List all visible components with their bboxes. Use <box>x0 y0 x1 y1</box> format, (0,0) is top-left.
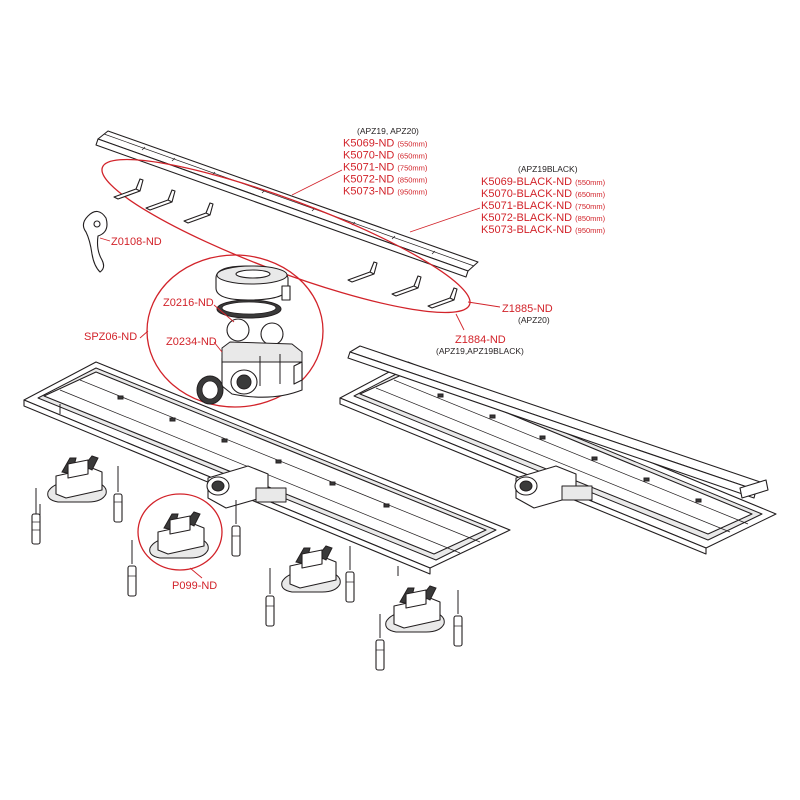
svg-text:K5069-BLACK-ND (550mm): K5069-BLACK-ND (550mm) <box>481 176 606 188</box>
tile-insert <box>347 345 769 499</box>
clip-part <box>391 275 422 297</box>
siphon-circle <box>146 254 324 408</box>
svg-text:K5069-ND (550mm): K5069-ND (550mm) <box>343 138 428 150</box>
channel-outlet <box>206 465 287 509</box>
p099-label: P099-ND <box>172 580 217 592</box>
svg-text:K5070-BLACK-ND (650mm): K5070-BLACK-ND (650mm) <box>481 188 606 200</box>
z1885-label: Z1885-ND <box>502 303 553 315</box>
clip-part <box>347 261 378 283</box>
svg-text:K5071-BLACK-ND (750mm): K5071-BLACK-ND (750mm) <box>481 200 606 212</box>
siphon-lid <box>215 265 291 301</box>
float-ball <box>260 322 284 346</box>
part-size: (850mm) <box>397 176 428 185</box>
z0234-label: Z0234-ND <box>166 336 217 348</box>
apz-group-note: (APZ19, APZ20) <box>357 126 419 136</box>
svg-text:K5072-BLACK-ND (850mm): K5072-BLACK-ND (850mm) <box>481 212 606 224</box>
z0216-label: Z0216-ND <box>163 297 214 309</box>
part-size: (950mm) <box>575 226 606 235</box>
float-ball <box>226 318 250 342</box>
mounting-foot <box>39 455 107 530</box>
black-group-note: (APZ19BLACK) <box>518 164 578 174</box>
part-size: (550mm) <box>397 140 428 149</box>
part-code: K5072-BLACK-ND <box>481 212 572 224</box>
svg-text:K5073-BLACK-ND (950mm): K5073-BLACK-ND (950mm) <box>481 224 606 236</box>
part-code: K5073-ND <box>343 186 394 198</box>
cover-rail <box>95 130 479 278</box>
svg-text:K5073-ND (950mm): K5073-ND (950mm) <box>343 186 428 198</box>
siphon-group <box>146 254 324 408</box>
mounting-foot <box>385 585 445 633</box>
part-code: K5072-ND <box>343 174 394 186</box>
leader-lines <box>99 169 501 579</box>
sealing-ring <box>196 375 224 405</box>
part-code: K5069-BLACK-ND <box>481 176 572 188</box>
drain-key-tool <box>82 210 108 273</box>
gasket-ring <box>216 299 282 319</box>
mounting-foot-circle <box>137 493 223 571</box>
black-group-list: K5069-BLACK-ND (550mm) K5070-BLACK-ND (6… <box>481 176 606 236</box>
part-size: (950mm) <box>397 188 428 197</box>
drain-channel-right <box>339 345 777 555</box>
part-code: K5070-BLACK-ND <box>481 188 572 200</box>
clip-part <box>183 202 214 224</box>
part-size: (650mm) <box>397 152 428 161</box>
svg-text:K5072-ND (850mm): K5072-ND (850mm) <box>343 174 428 186</box>
clip-part <box>427 287 458 309</box>
part-code: K5073-BLACK-ND <box>481 224 572 236</box>
svg-text:K5070-ND (650mm): K5070-ND (650mm) <box>343 150 428 162</box>
part-code: K5069-ND <box>343 138 394 150</box>
z0108-label: Z0108-ND <box>111 236 162 248</box>
z1884-note: (APZ19,APZ19BLACK) <box>436 346 524 356</box>
part-size: (850mm) <box>575 214 606 223</box>
z1884-label: Z1884-ND <box>455 334 506 346</box>
part-code: K5070-ND <box>343 150 394 162</box>
part-size: (550mm) <box>575 178 606 187</box>
clip-part <box>113 178 144 200</box>
part-size: (750mm) <box>397 164 428 173</box>
clip-part <box>145 189 176 211</box>
part-code: K5071-BLACK-ND <box>481 200 572 212</box>
z1885-note: (APZ20) <box>518 315 550 325</box>
apz-group-list: K5069-ND (550mm) K5070-ND (650mm) K5071-… <box>343 138 428 198</box>
siphon-body <box>221 341 303 398</box>
channel-outlet <box>514 465 593 509</box>
mounting-foot <box>149 511 209 559</box>
screw-and-dowel <box>31 466 463 671</box>
drain-channel-left <box>23 361 511 576</box>
part-size: (650mm) <box>575 190 606 199</box>
part-size: (750mm) <box>575 202 606 211</box>
part-code: K5071-ND <box>343 162 394 174</box>
svg-text:K5071-ND (750mm): K5071-ND (750mm) <box>343 162 428 174</box>
mounting-foot <box>281 545 341 593</box>
clip-row <box>101 158 471 314</box>
spz06-label: SPZ06-ND <box>84 331 137 343</box>
